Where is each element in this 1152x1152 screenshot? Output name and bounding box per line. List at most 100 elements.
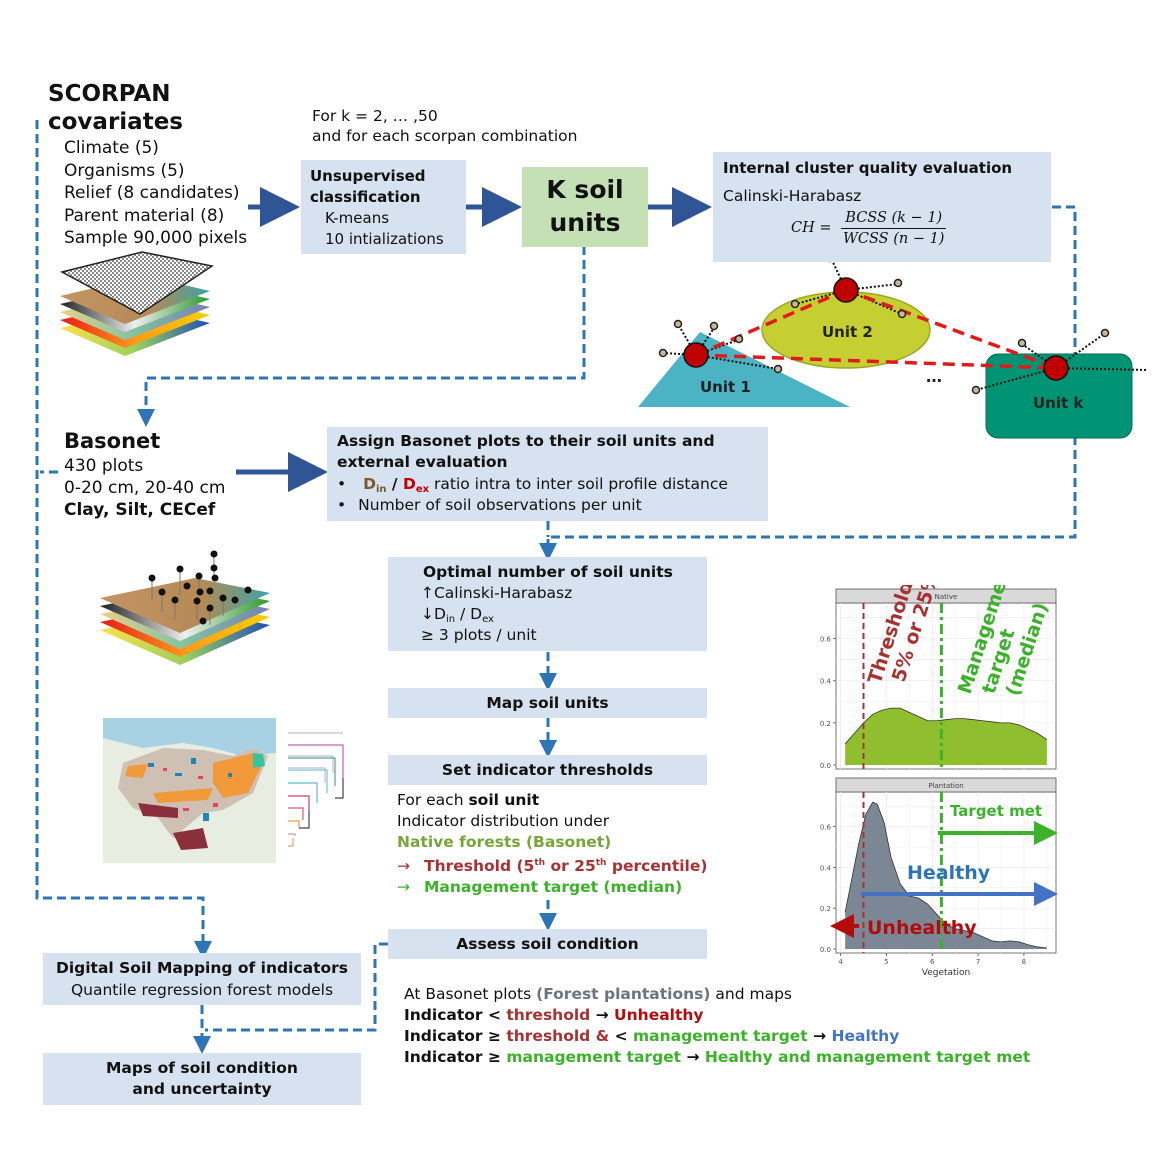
optimal-title: Optimal number of soil units bbox=[423, 563, 673, 581]
ch-formula: BCSS (k − 1) WCSS (n − 1) bbox=[841, 208, 947, 249]
k-soil-units-box: K soil units bbox=[522, 167, 648, 247]
thresholds-line-threshold: →Threshold (5th or 25th percentile) bbox=[397, 857, 708, 875]
rules-intro: At Basonet plots (Forest plantations) an… bbox=[404, 985, 793, 1003]
scorpan-list: Climate (5) Organisms (5) Relief (8 cand… bbox=[64, 137, 247, 250]
basonet-plots: 430 plots bbox=[64, 456, 144, 476]
basonet-title: Basonet bbox=[64, 429, 161, 453]
dashed-k-units-to-basonet bbox=[137, 246, 586, 427]
facet-strip bbox=[835, 588, 1057, 604]
density-curve bbox=[844, 801, 1047, 949]
set-thresholds-box: Set indicator thresholds bbox=[388, 755, 707, 785]
soil-units-map-image bbox=[103, 718, 344, 863]
maps-output-box: Maps of soil condition and uncertainty bbox=[43, 1053, 361, 1105]
y-tick-label: 0.2 bbox=[820, 720, 831, 728]
density-charts: Native 0.0 0.2 0.4 0.6 Plantation 0.0 0.2 0.4 0.… bbox=[820, 585, 1058, 978]
x-tick-label: 5 bbox=[884, 958, 888, 966]
native-density-panel: Native 0.0 0.2 0.4 0.6 bbox=[820, 588, 1057, 770]
optimal-criterion-din-dex: ↓Din / Dex bbox=[421, 605, 494, 625]
basonet-indicators: Clay, Silt, CECef bbox=[64, 500, 216, 520]
loop-note-line1: For k = 2, … ,50 bbox=[312, 107, 438, 125]
k-units-line2: units bbox=[549, 208, 621, 237]
optimal-criterion-plots: ≥ 3 plots / unit bbox=[421, 626, 537, 644]
internal-evaluation-title: Internal cluster quality evaluation bbox=[723, 159, 1013, 177]
unit-2-label: Unit 2 bbox=[822, 323, 873, 341]
facet-title: Native bbox=[935, 593, 958, 601]
basonet-plots-layers-image bbox=[100, 550, 270, 665]
unit-k-label: Unit k bbox=[1033, 394, 1084, 412]
unsupervised-classification-box: Unsupervised classification K-means 10 i… bbox=[301, 160, 466, 254]
classification-rules: At Basonet plots (Forest plantations) an… bbox=[404, 984, 1030, 1068]
x-tick-label: 4 bbox=[838, 958, 843, 966]
unit-k-centroid bbox=[1043, 355, 1069, 381]
basonet-details: 430 plots 0-20 cm, 20-40 cm Clay, Silt, … bbox=[64, 455, 225, 521]
assign-basonet-box: Assign Basonet plots to their soil units… bbox=[327, 427, 768, 521]
k-units-line1: K soil bbox=[546, 175, 624, 204]
maps-output-line2: and uncertainty bbox=[132, 1080, 272, 1098]
dashed-assess-to-maps bbox=[205, 942, 388, 1032]
x-tick-label: 8 bbox=[1022, 958, 1026, 966]
assign-bullet-din-dex: • Din / Dex ratio intra to inter soil pr… bbox=[337, 474, 728, 500]
density-area bbox=[845, 708, 1047, 765]
unit-k-shape bbox=[985, 353, 1133, 439]
scorpan-title-line2: covariates bbox=[48, 109, 183, 135]
y-tick-label: 0.4 bbox=[820, 678, 832, 686]
thresholds-line-native: Native forests (Basonet) bbox=[397, 833, 612, 851]
rule-target-met: Indicator ≥ management target → Healthy … bbox=[404, 1048, 1031, 1066]
loop-note-line2: and for each scorpan combination bbox=[312, 127, 578, 145]
dsm-subtitle: Quantile regression forest models bbox=[70, 981, 334, 999]
cluster-ellipsis: … bbox=[926, 367, 942, 386]
dashed-left-trunk bbox=[35, 120, 212, 959]
dashed-eval-to-optimal bbox=[539, 205, 1077, 561]
din-dex-slash: / bbox=[386, 475, 403, 493]
thresholds-description: For each soil unit Indicator distributio… bbox=[397, 790, 707, 898]
assign-title-line1: Assign Basonet plots to their soil units… bbox=[337, 432, 715, 450]
bullet-dot: • bbox=[337, 475, 347, 493]
y-tick-label: 0.0 bbox=[820, 762, 831, 770]
maps-output-line1: Maps of soil condition bbox=[106, 1059, 298, 1077]
assess-soil-condition-box: Assess soil condition bbox=[388, 929, 707, 959]
scorpan-item-organisms: Organisms (5) bbox=[64, 160, 185, 181]
unhealthy-label: Unhealthy bbox=[867, 917, 977, 939]
scorpan-item-parent-material: Parent material (8) bbox=[64, 205, 225, 226]
unit-2-centroid bbox=[833, 277, 859, 303]
rule-healthy: Indicator ≥ threshold & < management tar… bbox=[404, 1027, 900, 1045]
x-axis-label: Vegetation bbox=[922, 968, 971, 978]
unsupervised-title-line2: classification bbox=[310, 188, 421, 206]
facet-title: Plantation bbox=[928, 782, 963, 790]
scorpan-item-sample: Sample 90,000 pixels bbox=[64, 228, 248, 248]
dsm-box: Digital Soil Mapping of indicators Quant… bbox=[43, 953, 361, 1005]
bullet-dot: • bbox=[337, 496, 347, 514]
density-area bbox=[845, 802, 1047, 949]
thresholds-line-soil-unit: For each soil unit bbox=[397, 791, 540, 809]
assign-title-line2: external evaluation bbox=[337, 453, 508, 471]
y-tick-label: 0.2 bbox=[820, 905, 831, 913]
optimal-number-box: Optimal number of soil units ↑Calinski-H… bbox=[388, 557, 707, 651]
unsupervised-title-line1: Unsupervised bbox=[310, 167, 426, 185]
din-dex-description: ratio intra to inter soil profile distan… bbox=[429, 475, 728, 493]
calinski-harabasz-label: Calinski-Harabasz bbox=[723, 187, 862, 205]
scorpan-item-relief: Relief (8 candidates) bbox=[64, 183, 240, 203]
thresholds-line-distribution: Indicator distribution under bbox=[397, 812, 610, 830]
scorpan-item-climate: Climate (5) bbox=[64, 138, 159, 158]
unit-1-label: Unit 1 bbox=[700, 378, 751, 396]
thresholds-line-target: →Management target (median) bbox=[397, 878, 683, 896]
internal-evaluation-box: Internal cluster quality evaluation Cali… bbox=[713, 152, 1051, 262]
formula-numerator: BCSS (k − 1) bbox=[841, 208, 947, 229]
unsupervised-item-kmeans: K-means bbox=[325, 209, 390, 227]
y-tick-label: 0.6 bbox=[820, 636, 832, 644]
y-tick-label: 0.0 bbox=[820, 946, 831, 954]
rule-unhealthy: Indicator < threshold → Unhealthy bbox=[404, 1006, 704, 1024]
x-tick-label: 6 bbox=[930, 958, 935, 966]
x-tick-label: 7 bbox=[976, 958, 980, 966]
target-met-label: Target met bbox=[950, 802, 1042, 820]
dex-symbol: Dex bbox=[402, 475, 430, 495]
cluster-diagram: Unit 1 Unit 2 Unit k … bbox=[638, 262, 1149, 439]
dsm-title: Digital Soil Mapping of indicators bbox=[55, 959, 349, 977]
map-soil-units-box: Map soil units bbox=[388, 688, 707, 718]
y-tick-label: 0.4 bbox=[820, 864, 832, 872]
assign-bullet-observations: •Number of soil observations per unit bbox=[337, 495, 642, 516]
covariate-layers-image bbox=[60, 251, 214, 356]
optimal-criterion-ch: ↑Calinski-Harabasz bbox=[421, 584, 573, 602]
